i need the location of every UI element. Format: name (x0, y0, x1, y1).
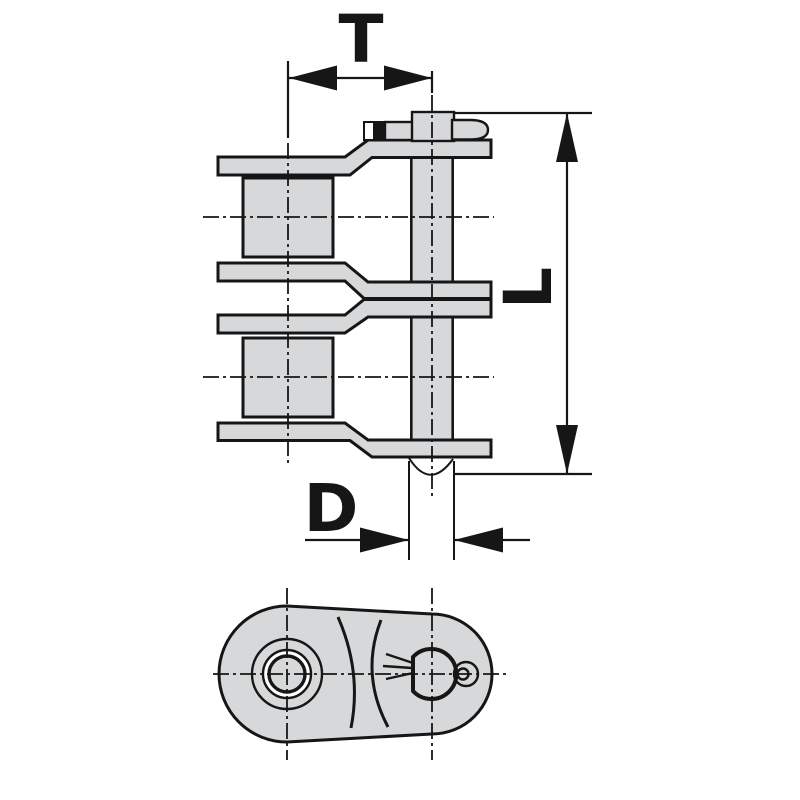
dimension-t-label: T (338, 1, 383, 78)
clip-open-end-gap (363, 121, 375, 141)
centerlines-plan-view (213, 588, 506, 760)
l-arrowhead-bottom-icon (556, 425, 578, 474)
view-plan (213, 588, 506, 760)
plan-clip-prong-2 (382, 664, 413, 670)
centerlines-side-view (203, 95, 494, 500)
view-side-elevation: T L D (203, 1, 592, 560)
plan-clip-prong-1 (385, 652, 414, 665)
clip-open-end (373, 121, 385, 140)
l-arrowhead-top-icon (556, 113, 578, 162)
pin-seat-arc (408, 457, 454, 476)
t-arrowhead-right-icon (384, 65, 432, 91)
plan-waist-arc-left (336, 616, 356, 729)
clip-round-end (450, 118, 490, 141)
d-arrowhead-left-icon (360, 527, 409, 553)
link-plate-middle-lower (216, 298, 493, 335)
link-plate-bottom (216, 421, 493, 459)
link-plate-top (216, 138, 493, 177)
dimension-l: L (454, 111, 592, 476)
spring-clip-side (363, 110, 490, 143)
pin-bottom-end (408, 457, 455, 560)
dimension-d: D (304, 470, 530, 553)
plan-waist-arc-right (370, 619, 390, 728)
d-arrowhead-right-icon (454, 527, 503, 553)
pin-top-end (410, 110, 456, 143)
t-arrowhead-left-icon (289, 65, 337, 91)
dimension-d-label: D (304, 470, 359, 547)
clip-bar (383, 120, 415, 142)
dimension-l-label: L (490, 267, 567, 309)
dimension-t: T (286, 1, 434, 138)
